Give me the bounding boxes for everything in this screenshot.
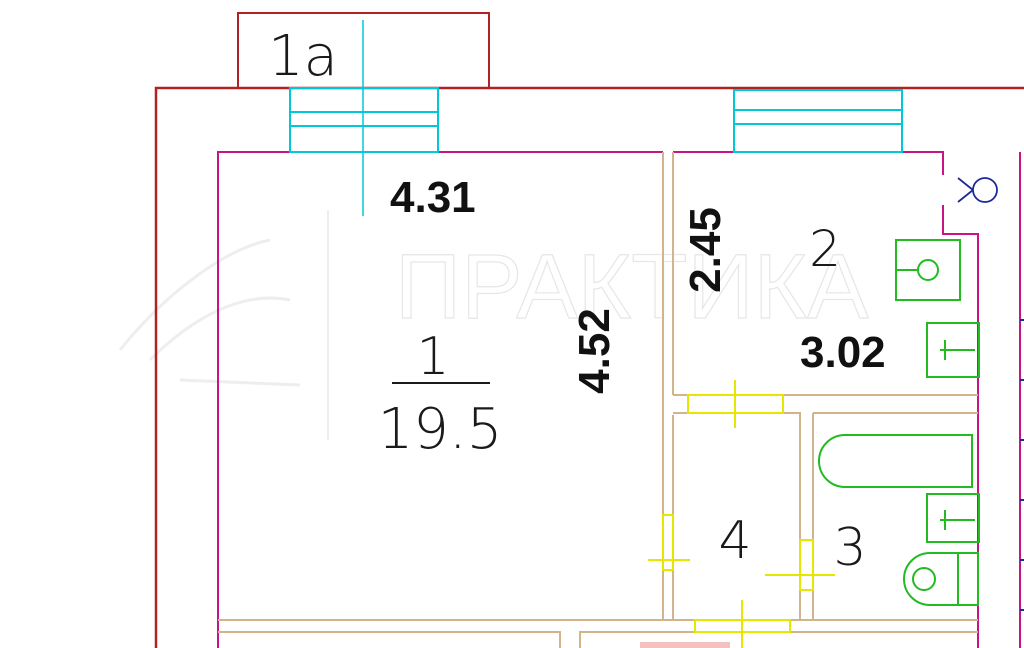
kitchen-number: 2 <box>809 220 841 278</box>
basin-icon <box>926 493 980 543</box>
doors <box>648 380 835 648</box>
balcony-label: 1a <box>268 24 338 89</box>
watermark-logo-icon <box>118 238 301 387</box>
right-edge-outline <box>1020 319 1024 611</box>
sink-icon <box>926 322 980 378</box>
watermark: ПРАКТИКА <box>118 210 870 440</box>
window-living <box>289 87 439 153</box>
living-room-length: 4.52 <box>570 308 619 394</box>
outer-wall <box>154 86 1024 648</box>
gas-riser-icon <box>957 177 998 203</box>
door-bathroom <box>799 539 814 591</box>
door-living <box>662 514 674 571</box>
toilet-icon <box>903 552 979 606</box>
living-room-area: 19.5 <box>378 397 503 462</box>
hall-number: 4 <box>718 511 751 571</box>
kitchen-fixtures <box>895 239 980 378</box>
bathroom-number: 3 <box>833 518 866 578</box>
bathroom-fixtures <box>818 434 980 606</box>
window-kitchen <box>733 89 903 153</box>
kitchen-width: 3.02 <box>800 328 886 377</box>
bottom-marker <box>640 642 730 648</box>
watermark-text: ПРАКТИКА <box>395 236 869 338</box>
living-room-number: 1 <box>416 327 449 387</box>
kitchen-length: 2.45 <box>681 207 730 293</box>
partitions <box>218 152 978 648</box>
bathtub-icon <box>818 434 973 488</box>
living-room-width: 4.31 <box>390 173 476 222</box>
inner-walls <box>217 151 1021 648</box>
